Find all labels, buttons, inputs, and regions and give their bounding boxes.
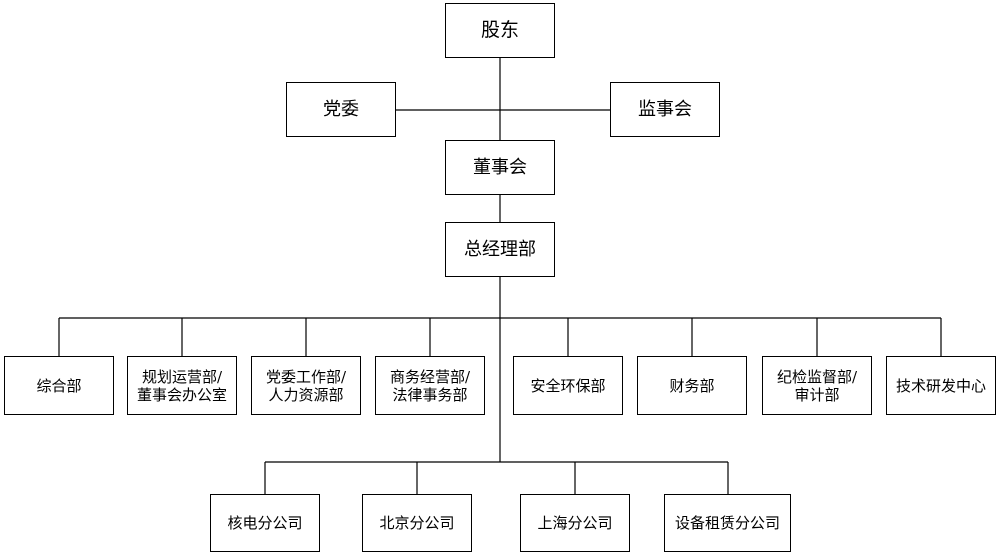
shareholders-box: 股东 — [445, 3, 555, 58]
dept-party-work-label-line1: 党委工作部/ — [265, 367, 347, 386]
dept-party-work-label-line2: 人力资源部 — [268, 385, 344, 404]
dept-discipline-audit-label-line2: 审计部 — [794, 385, 840, 404]
supervisory-board-box: 监事会 — [610, 82, 720, 137]
subsidiary-beijing-box: 北京分公司 — [362, 494, 472, 552]
dept-general-affairs-box: 综合部 — [4, 356, 114, 415]
dept-safety-env-label: 安全环保部 — [530, 376, 606, 395]
dept-party-work-box: 党委工作部/ 人力资源部 — [251, 356, 361, 415]
dept-tech-rd-box: 技术研发中心 — [886, 356, 996, 415]
party-committee-label: 党委 — [323, 98, 359, 120]
dept-planning-label-line2: 董事会办公室 — [136, 385, 227, 404]
board-of-directors-label: 董事会 — [473, 156, 527, 178]
dept-general-affairs-label: 综合部 — [36, 376, 82, 395]
subsidiary-nuclear-power-label: 核电分公司 — [227, 514, 303, 532]
board-of-directors-box: 董事会 — [445, 140, 555, 195]
dept-business-legal-box: 商务经营部/ 法律事务部 — [375, 356, 485, 415]
subsidiary-equipment-leasing-label: 设备租赁分公司 — [674, 514, 780, 532]
dept-tech-rd-label: 技术研发中心 — [895, 376, 986, 395]
subsidiary-shanghai-box: 上海分公司 — [520, 494, 630, 552]
dept-business-legal-label-line2: 法律事务部 — [392, 385, 468, 404]
general-manager-dept-label: 总经理部 — [464, 238, 536, 260]
dept-safety-env-box: 安全环保部 — [513, 356, 623, 415]
subsidiary-equipment-leasing-box: 设备租赁分公司 — [664, 494, 791, 552]
subsidiary-shanghai-label: 上海分公司 — [537, 514, 613, 532]
general-manager-dept-box: 总经理部 — [445, 222, 555, 277]
dept-finance-box: 财务部 — [637, 356, 747, 415]
party-committee-box: 党委 — [286, 82, 396, 137]
shareholders-label: 股东 — [480, 19, 519, 42]
dept-discipline-audit-box: 纪检监督部/ 审计部 — [762, 356, 872, 415]
dept-business-legal-label-line1: 商务经营部/ — [389, 367, 471, 386]
supervisory-board-label: 监事会 — [638, 98, 692, 120]
dept-planning-box: 规划运营部/ 董事会办公室 — [127, 356, 237, 415]
subsidiary-beijing-label: 北京分公司 — [379, 514, 455, 532]
dept-discipline-audit-label-line1: 纪检监督部/ — [776, 367, 858, 386]
dept-planning-label-line1: 规划运营部/ — [141, 367, 223, 386]
subsidiary-nuclear-power-box: 核电分公司 — [210, 494, 320, 552]
dept-finance-label: 财务部 — [669, 376, 715, 395]
